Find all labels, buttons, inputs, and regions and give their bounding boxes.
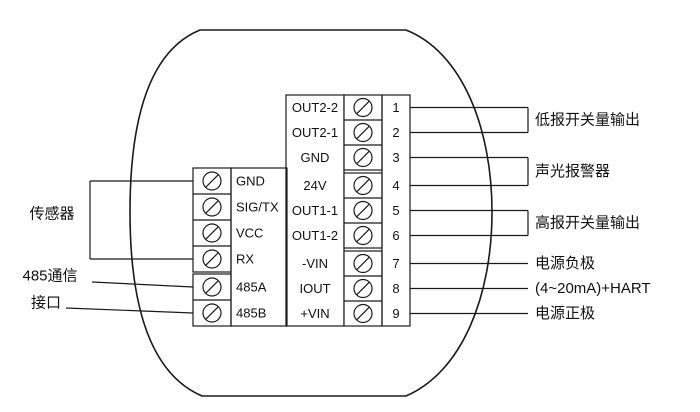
terminal-label-pos-vin: +VIN: [300, 306, 329, 321]
terminal-label-485a: 485A: [236, 280, 267, 295]
terminal-label-gnd: GND: [236, 174, 265, 189]
sensor-label: 传感器: [29, 206, 74, 223]
screw-terminal-icon: [353, 253, 373, 274]
terminal-number-6: 6: [392, 228, 399, 243]
power-negative-label: 电源负极: [535, 255, 595, 272]
screw-terminal-icon: [202, 171, 222, 191]
low-alarm-label: 低报开关量输出: [535, 112, 640, 129]
terminal-label-vcc: VCC: [236, 226, 263, 241]
screw-terminal-icon: [353, 147, 373, 168]
screw-terminal-icon: [353, 122, 373, 143]
current-hart-label: (4~20mA)+HART: [535, 280, 651, 297]
terminal-number-8: 8: [392, 281, 399, 296]
terminal-label-neg-vin: -VIN: [302, 256, 328, 271]
left-terminal-block: GND SIG/TX VCC RX 485A 485B: [192, 167, 288, 327]
terminal-label-rx: RX: [236, 252, 254, 267]
screw-terminal-icon: [353, 175, 373, 196]
sound-light-alarm-label: 声光报警器: [535, 162, 610, 180]
terminal-number-1: 1: [392, 100, 399, 115]
comm-485a-leader-line: [91, 281, 194, 288]
high-alarm-label: 高报开关量输出: [535, 215, 640, 232]
terminal-label-485b: 485B: [236, 306, 266, 321]
comm-485b-leader-line: [65, 307, 194, 314]
power-positive-label: 电源正极: [535, 305, 595, 322]
terminal-number-3: 3: [392, 150, 399, 165]
comm-label-line1: 485通信: [22, 268, 77, 285]
screw-terminal-icon: [353, 225, 373, 246]
terminal-label-out2-1: OUT2-1: [292, 125, 338, 140]
terminal-label-out1-2: OUT1-2: [292, 228, 338, 243]
screw-terminal-icon: [202, 197, 222, 217]
terminal-number-2: 2: [392, 125, 399, 140]
screw-terminal-icon: [353, 200, 373, 221]
terminal-label-sigtx: SIG/TX: [236, 200, 279, 215]
comm-label-line2: 接口: [31, 295, 61, 312]
screw-terminal-icon: [353, 97, 373, 118]
screw-terminal-icon: [353, 303, 373, 324]
terminal-label-24v: 24V: [303, 178, 326, 193]
transmitter-housing-outline: [129, 29, 493, 397]
screw-terminal-icon: [202, 303, 222, 323]
left-label-box: [230, 167, 288, 327]
terminal-label-gnd: GND: [301, 150, 330, 165]
terminal-number-9: 9: [392, 306, 399, 321]
screw-terminal-icon: [202, 223, 222, 243]
screw-terminal-icon: [353, 278, 373, 299]
terminal-label-iout: IOUT: [299, 281, 330, 296]
terminal-number-4: 4: [392, 178, 399, 193]
terminal-number-7: 7: [392, 256, 399, 271]
right-terminal-block: OUT2-2 OUT2-1 GND 24V OUT1-1 OUT1-2 -VIN…: [285, 94, 411, 327]
right-annotations: 低报开关量输出 声光报警器 高报开关量输出 电源负极 (4~20mA)+HART…: [410, 106, 651, 322]
terminal-label-out1-1: OUT1-1: [292, 203, 338, 218]
terminal-number-5: 5: [392, 203, 399, 218]
screw-terminal-icon: [202, 249, 222, 269]
left-annotations: 传感器 485通信 接口: [22, 180, 194, 314]
screw-terminal-icon: [202, 277, 222, 297]
terminal-label-out2-2: OUT2-2: [292, 100, 338, 115]
